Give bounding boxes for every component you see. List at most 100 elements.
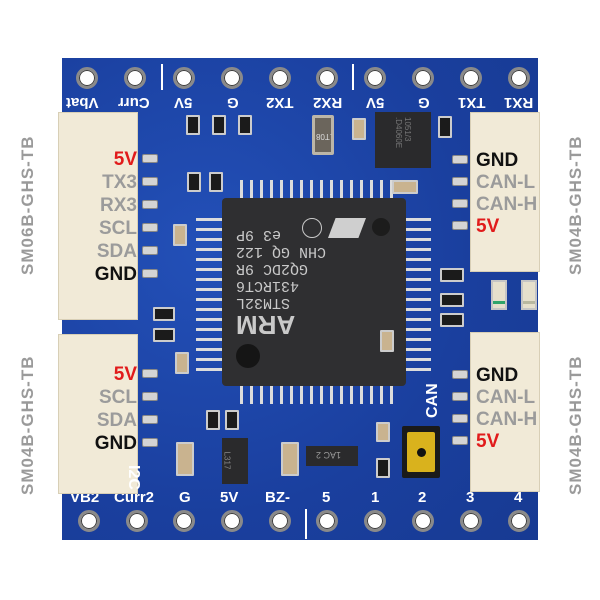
crystal: .T08: [312, 115, 334, 155]
rt-pin-2: CAN-H: [476, 194, 538, 215]
lt-pin-5: GND: [94, 264, 137, 285]
bottom-label-7: 2: [418, 489, 427, 506]
lt-pin-2: RX3: [100, 195, 137, 216]
resistor: [153, 307, 175, 321]
lb-pin-0: 5V: [113, 364, 137, 385]
top-label-0: Vbat: [66, 94, 99, 111]
capacitor: [352, 118, 366, 140]
lt-pin-4: SDA: [96, 241, 137, 262]
rt-pin-0: GND: [476, 150, 519, 171]
rt-lead-1: [452, 177, 468, 186]
pin1-dot: [236, 344, 260, 368]
rb-pin-2: CAN-H: [476, 409, 538, 430]
capacitor: [175, 352, 189, 374]
resistor: [440, 293, 464, 307]
pad-bottom-vb2: [78, 510, 100, 532]
rb-lead-0: [452, 370, 468, 379]
top-divider-1: [161, 64, 163, 90]
mcu-line-3: CHN GQ 122: [236, 243, 327, 260]
lt-lead-3: [142, 223, 158, 232]
status-led-2: [521, 280, 537, 310]
e3-mark-icon: [302, 218, 322, 238]
right-bottom-part-label: SM04B-GHS-TB: [566, 355, 585, 495]
pad-top-vbat: [76, 67, 98, 89]
pad-top-rx2: [316, 67, 338, 89]
mold-dot: [372, 218, 390, 236]
capacitor: [176, 442, 194, 476]
led-marker: [493, 301, 505, 304]
top-label-2: 5V: [174, 94, 193, 111]
led-marker: [523, 301, 535, 304]
can-silkscreen: CAN: [424, 383, 441, 418]
pad-bottom-curr2: [126, 510, 148, 532]
crystal-marking: .T08: [316, 132, 333, 141]
boot-button[interactable]: [402, 426, 440, 478]
resistor: [153, 328, 175, 342]
lt-lead-4: [142, 246, 158, 255]
pad-top-5v-a: [173, 67, 195, 89]
resistor: [187, 172, 201, 192]
rb-pin-0: GND: [476, 365, 519, 386]
mcu-legs-right: [405, 218, 431, 378]
pad-bottom-3: [460, 510, 482, 532]
connector-left-top: [58, 112, 138, 320]
pad-bottom-5v: [221, 510, 243, 532]
regulator-marking: L317: [222, 451, 232, 470]
mcu-line-2: GQ2DC 9R: [236, 260, 309, 277]
rt-lead-0: [452, 155, 468, 164]
mcu-line-0: STM32L: [236, 294, 291, 311]
mcu-brand: ARM: [236, 310, 296, 340]
pad-bottom-2: [412, 510, 434, 532]
top-label-6: 5V: [366, 94, 385, 111]
rt-lead-2: [452, 199, 468, 208]
st-logo-icon: [328, 218, 366, 238]
capacitor: [380, 330, 394, 352]
resistor: [376, 458, 390, 478]
left-top-part-label: SM06B-GHS-TB: [18, 135, 37, 275]
top-label-7: G: [418, 94, 430, 111]
resistor: [225, 410, 239, 430]
capacitor: [376, 422, 390, 442]
bottom-label-6: 1: [371, 489, 380, 506]
lt-pin-1: TX3: [102, 172, 137, 193]
rt-lead-3: [452, 221, 468, 230]
sot23-marking: 1AC 2: [316, 450, 342, 460]
lt-lead-1: [142, 177, 158, 186]
lb-pin-2: SDA: [96, 410, 137, 431]
lb-pin-3: GND: [94, 433, 137, 454]
bottom-label-3: 5V: [220, 489, 239, 506]
pad-bottom-bz: [269, 510, 291, 532]
mcu-line-4: e3 9P: [236, 226, 282, 243]
mcu-marking: ARM STM32L 431RCT6 GQ2DC 9R CHN GQ 122 e…: [236, 226, 386, 340]
top-label-4: TX2: [266, 94, 294, 111]
status-led-1: [491, 280, 507, 310]
mcu-legs-top: [240, 180, 400, 198]
rt-pin-3: 5V: [476, 216, 500, 237]
bottom-label-4: BZ-: [265, 489, 290, 506]
top-label-9: RX1: [504, 94, 534, 111]
capacitor: [392, 180, 418, 194]
lb-pin-1: SCL: [99, 387, 137, 408]
mcu-line-1: 431RCT6: [236, 277, 300, 294]
can-transceiver-ic: 1051/3 .D4060E: [375, 112, 431, 168]
pad-bottom-4: [508, 510, 530, 532]
connector-left-bottom: [58, 334, 138, 494]
voltage-regulator: L317: [222, 438, 248, 484]
rb-pin-3: 5V: [476, 431, 500, 452]
top-divider-2: [352, 64, 354, 90]
resistor: [209, 172, 223, 192]
pad-bottom-5: [316, 510, 338, 532]
resistor: [186, 115, 200, 135]
resistor: [238, 115, 252, 135]
pad-bottom-g: [173, 510, 195, 532]
bottom-label-9: 4: [514, 489, 523, 506]
bottom-divider: [305, 509, 307, 539]
pad-bottom-1: [364, 510, 386, 532]
resistor: [212, 115, 226, 135]
i2c-silkscreen: I2C: [125, 465, 142, 490]
rb-lead-3: [452, 436, 468, 445]
rt-pin-1: CAN-L: [476, 172, 536, 193]
mcu-legs-bottom: [240, 386, 400, 404]
bottom-label-5: 5: [322, 489, 331, 506]
pad-top-tx1: [460, 67, 482, 89]
